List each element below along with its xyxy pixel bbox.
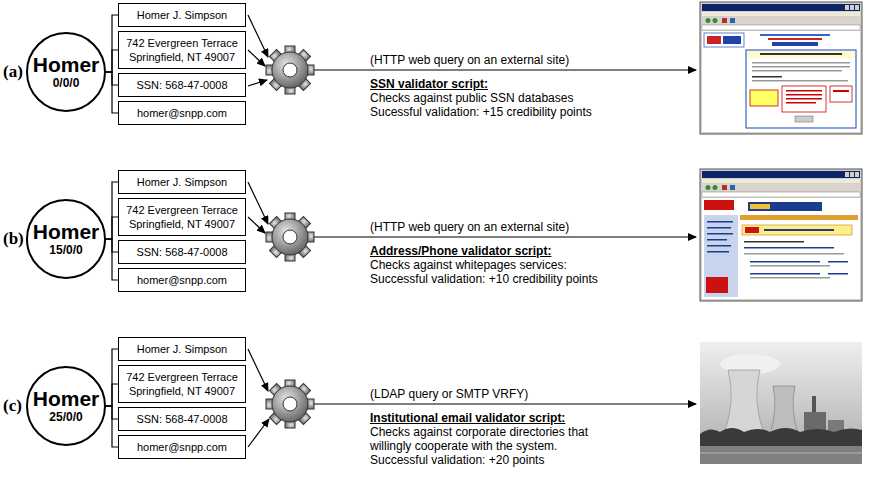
profile-link	[106, 239, 118, 280]
query-note: (HTTP web query on an external site)	[370, 220, 569, 234]
attribute-text: homer@snpp.com	[122, 273, 242, 287]
profile-circle: Homer25/0/0	[26, 366, 106, 446]
panel-b-art	[248, 169, 862, 301]
input-arrows	[248, 15, 696, 86]
attribute-box: Homer J. Simpson	[118, 3, 246, 27]
credibility-score: 15/0/0	[49, 243, 82, 257]
attribute-box: SSN: 568-47-0008	[118, 240, 246, 264]
attribute-text: SSN: 568-47-0008	[122, 78, 242, 92]
profile-link	[106, 182, 118, 239]
attribute-text: Homer J. Simpson	[122, 8, 242, 22]
gear-icon	[266, 46, 314, 94]
panel-letter: (a)	[3, 62, 23, 82]
attribute-box: homer@snpp.com	[118, 268, 246, 292]
attribute-box: Homer J. Simpson	[118, 337, 246, 361]
attribute-text: 742 Evergreen Terrace Springfield, NT 49…	[122, 36, 242, 64]
profile-link	[106, 406, 118, 447]
attribute-box: 742 Evergreen Terrace Springfield, NT 49…	[118, 31, 246, 69]
panel-letter: (c)	[3, 396, 22, 416]
attribute-text: SSN: 568-47-0008	[122, 412, 242, 426]
profile-link	[106, 349, 118, 406]
validator-description: Institutional email validator script:Che…	[370, 411, 632, 467]
attribute-text: 742 Evergreen Terrace Springfield, NT 49…	[122, 203, 242, 231]
script-note: Checks against corporate directories tha…	[370, 425, 632, 453]
attribute-box: Homer J. Simpson	[118, 170, 246, 194]
panel-a-art	[248, 2, 862, 134]
attribute-box: homer@snpp.com	[118, 435, 246, 459]
script-note: Checks against whitepages services:	[370, 258, 690, 272]
profile-link	[106, 15, 118, 72]
query-note: (HTTP web query on an external site)	[370, 53, 569, 67]
attribute-text: homer@snpp.com	[122, 440, 242, 454]
profile-name: Homer	[33, 54, 100, 76]
profile-circle: Homer15/0/0	[26, 199, 106, 279]
credibility-score: 25/0/0	[49, 410, 82, 424]
profile-link	[106, 50, 118, 72]
script-title: SSN validator script:	[370, 77, 690, 91]
attribute-text: Homer J. Simpson	[122, 342, 242, 356]
attribute-box: SSN: 568-47-0008	[118, 73, 246, 97]
profile-name: Homer	[33, 388, 100, 410]
gear-icon	[266, 213, 314, 261]
query-note: (LDAP query or SMTP VRFY)	[370, 387, 528, 401]
script-note: Successful validation: +20 points	[370, 453, 632, 467]
script-title: Institutional email validator script:	[370, 411, 632, 425]
whitepages-screenshot	[700, 169, 862, 301]
script-note: Sucessful validation: +15 credibility po…	[370, 105, 690, 119]
attribute-box: homer@snpp.com	[118, 101, 246, 125]
input-arrows	[248, 182, 696, 237]
attribute-text: Homer J. Simpson	[122, 175, 242, 189]
panel-letter: (b)	[3, 229, 24, 249]
power-plant-photo	[700, 342, 862, 464]
script-note: Successful validation: +10 credibility p…	[370, 272, 690, 286]
script-title: Address/Phone validator script:	[370, 244, 690, 258]
profile-circle: Homer0/0/0	[26, 32, 106, 112]
validator-description: SSN validator script:Checks against publ…	[370, 77, 690, 119]
script-note: Checks against public SSN databases	[370, 91, 690, 105]
attribute-text: SSN: 568-47-0008	[122, 245, 242, 259]
ssn-site-screenshot	[700, 2, 862, 134]
attribute-box: 742 Evergreen Terrace Springfield, NT 49…	[118, 365, 246, 403]
attribute-box: SSN: 568-47-0008	[118, 407, 246, 431]
credibility-score: 0/0/0	[53, 76, 80, 90]
attribute-box: 742 Evergreen Terrace Springfield, NT 49…	[118, 198, 246, 236]
validator-description: Address/Phone validator script:Checks ag…	[370, 244, 690, 286]
profile-link	[106, 72, 118, 113]
attribute-text: 742 Evergreen Terrace Springfield, NT 49…	[122, 370, 242, 398]
profile-link	[106, 384, 118, 406]
profile-link	[106, 217, 118, 239]
profile-name: Homer	[33, 221, 100, 243]
attribute-text: homer@snpp.com	[122, 106, 242, 120]
gear-icon	[266, 380, 314, 428]
panel-c-art	[248, 342, 862, 464]
